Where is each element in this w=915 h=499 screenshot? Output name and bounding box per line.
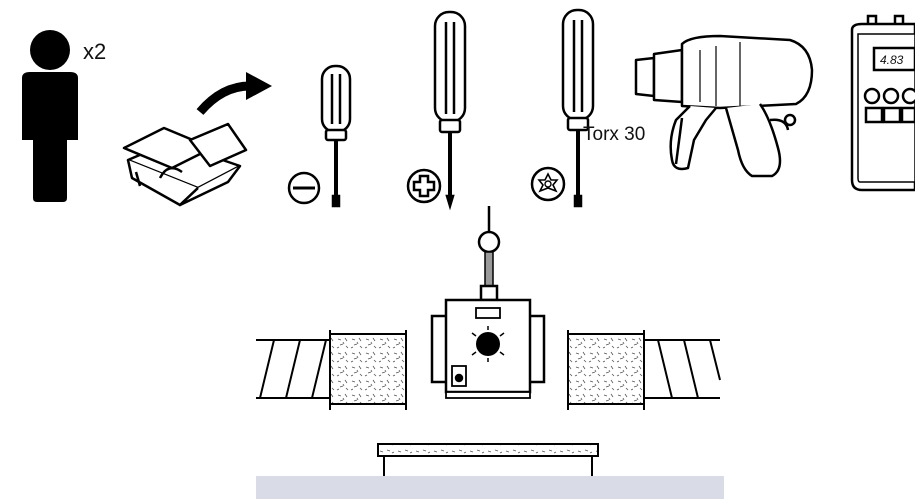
flat-screwdriver-icon [287, 64, 352, 208]
floor-strip [256, 476, 724, 499]
meter-reading: 4.83 [880, 53, 904, 67]
multimeter-icon [850, 14, 915, 192]
left-duct [256, 330, 407, 410]
torx-screwdriver-icon [530, 8, 595, 208]
person-icon [22, 30, 78, 202]
person-count-label: x2 [83, 39, 106, 64]
hanging-hook [477, 206, 501, 302]
curved-arrow-icon [196, 72, 272, 115]
insulation-panel [377, 443, 599, 476]
phillips-screwdriver-icon [406, 10, 467, 211]
duct-fan-icon [430, 298, 546, 399]
toolbox-icon [122, 122, 248, 207]
torx-size-label: Torx 30 [583, 124, 645, 145]
right-duct [567, 330, 721, 410]
drill-icon [634, 34, 814, 178]
